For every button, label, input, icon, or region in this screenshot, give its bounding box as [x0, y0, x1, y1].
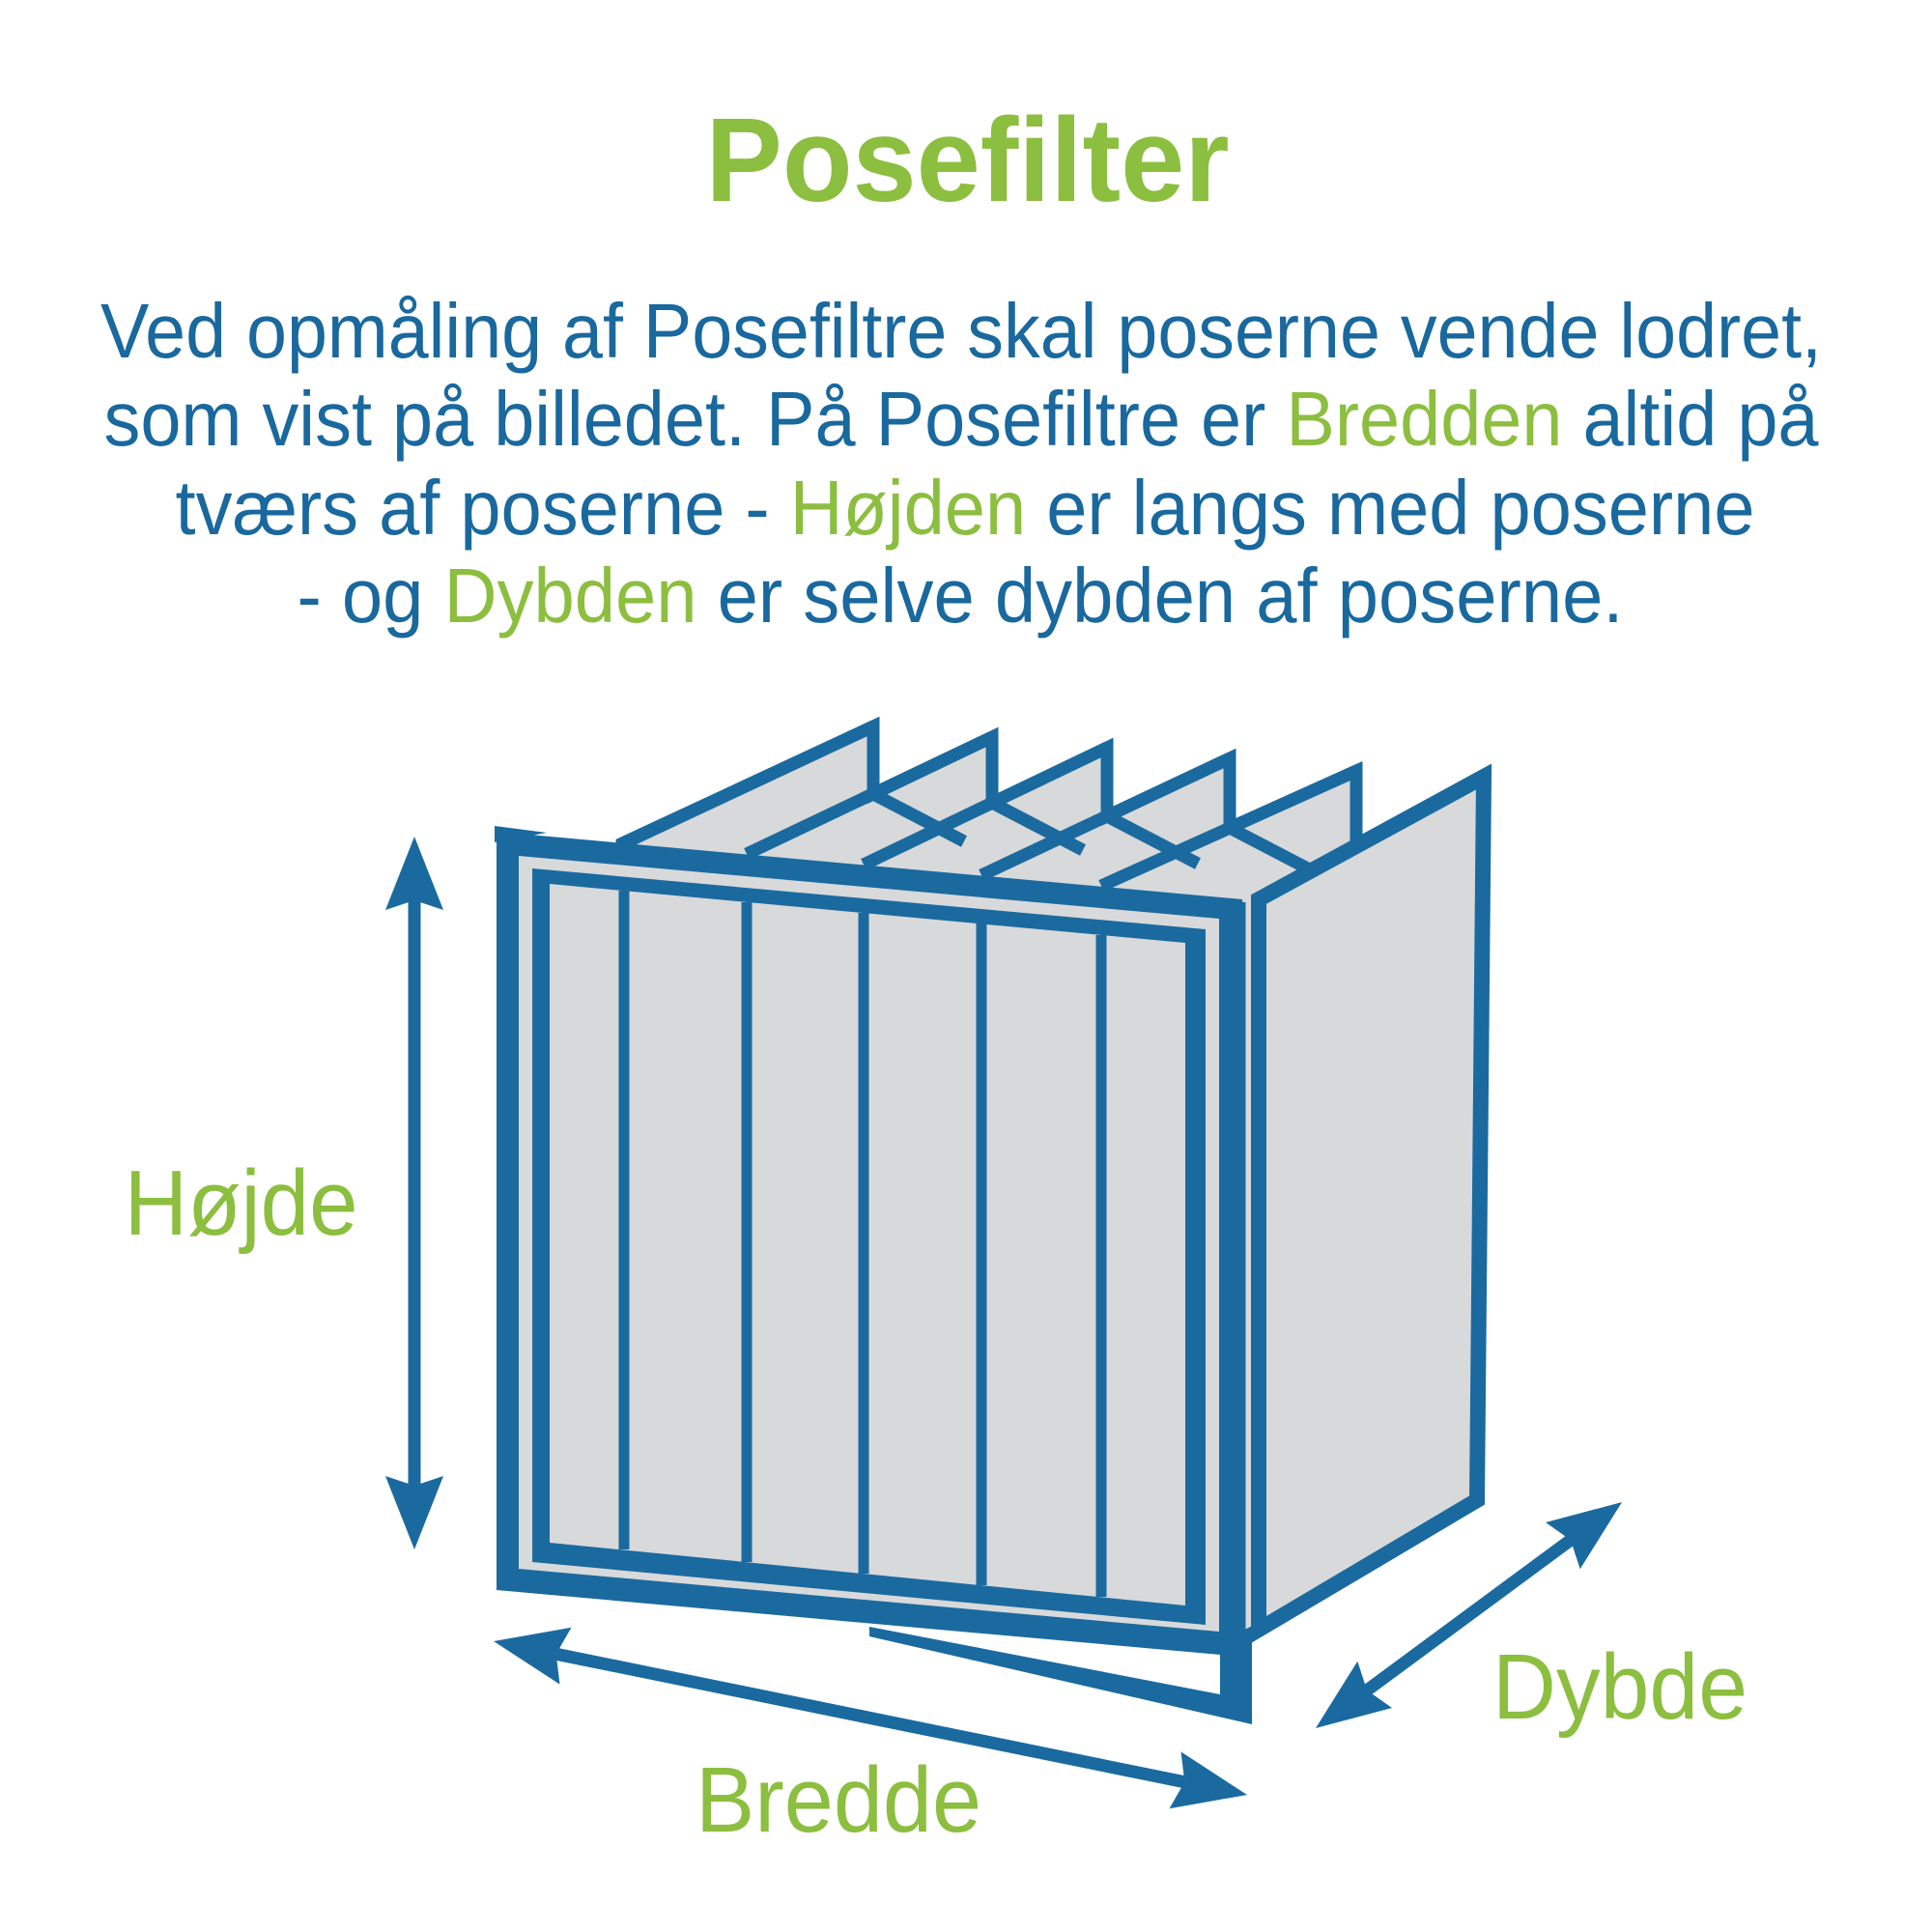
svg-text:- og Dybden er selve dybden af: - og Dybden er selve dybden af poserne. [298, 553, 1624, 639]
svg-text:Højde: Højde [125, 1151, 358, 1255]
svg-text:Posefilter: Posefilter [706, 95, 1230, 227]
svg-text:Ved opmåling af Posefiltre ska: Ved opmåling af Posefiltre skal poserne … [100, 288, 1822, 374]
svg-text:som vist på billedet. På Posef: som vist på billedet. På Posefiltre er B… [104, 376, 1819, 462]
svg-text:Bredde: Bredde [696, 1748, 981, 1852]
svg-text:Dybde: Dybde [1492, 1635, 1747, 1739]
svg-text:tværs af poserne - Højden er l: tværs af poserne - Højden er langs med p… [176, 465, 1755, 551]
